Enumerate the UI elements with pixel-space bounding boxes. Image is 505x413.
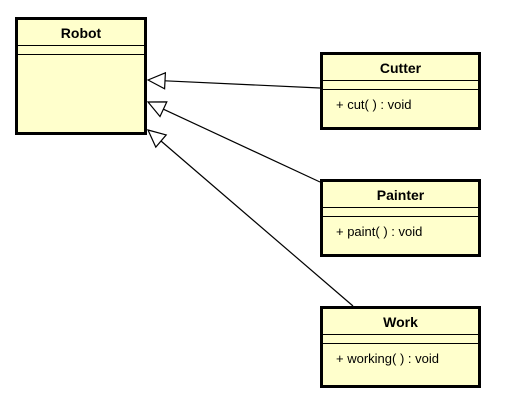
inheritance-arrowhead [146,71,167,90]
operations-compartment: + paint( ) : void [323,217,478,240]
attributes-compartment [323,81,478,90]
operation: + working( ) : void [336,351,439,366]
operations-compartment [18,55,144,61]
operations-compartment: + cut( ) : void [323,90,478,113]
edge-line-work [160,140,354,307]
class-name: Robot [18,20,144,46]
class-name: Work [323,309,478,335]
attributes-compartment [323,335,478,344]
generalization-painter-robot[interactable] [146,101,321,183]
generalization-cutter-robot[interactable] [146,71,321,90]
class-name: Cutter [323,55,478,81]
edge-line-cutter [164,80,321,89]
class-name: Painter [323,182,478,208]
inheritance-arrowhead [146,129,168,149]
generalization-work-robot[interactable] [146,129,354,307]
edge-line-painter [163,108,321,183]
operation: + paint( ) : void [336,224,423,239]
class-robot[interactable]: Robot [15,17,147,135]
operations-compartment: + working( ) : void [323,344,478,367]
class-painter[interactable]: Painter + paint( ) : void [320,179,481,257]
operation: + cut( ) : void [336,97,412,112]
attributes-compartment [323,208,478,217]
inheritance-arrowhead [146,101,168,118]
attributes-compartment [18,46,144,55]
class-cutter[interactable]: Cutter + cut( ) : void [320,52,481,130]
class-work[interactable]: Work + working( ) : void [320,306,481,388]
